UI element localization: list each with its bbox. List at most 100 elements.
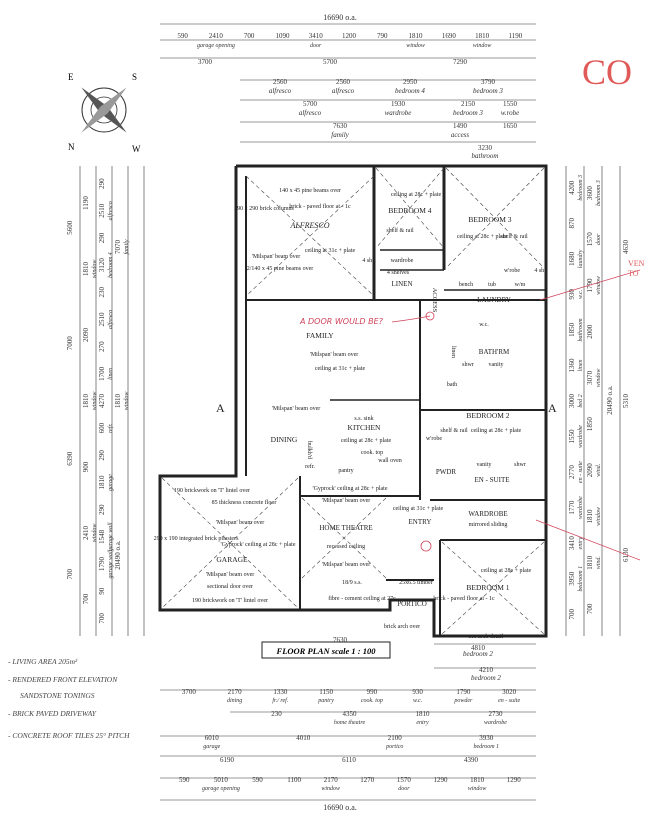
left-dim-value: 1810 xyxy=(98,475,106,490)
right-dim-value: 1550 xyxy=(568,429,576,444)
compass-s: S xyxy=(132,72,137,82)
top-row1-value: 1690 xyxy=(442,32,457,40)
right-dim-value: 1360 xyxy=(568,358,576,373)
left-dim-value: 2410 xyxy=(82,526,90,541)
right-dim-value: 1810 xyxy=(586,509,594,524)
room-portico: PORTICO xyxy=(397,600,427,608)
left-dim-value: 7000 xyxy=(66,336,74,351)
right-dim-value: 3000 xyxy=(568,394,576,409)
right-dim-label: bathroom xyxy=(578,318,584,342)
top-row4-bed3: 2150 xyxy=(461,100,476,108)
overall-width-top: 16690 o.a. xyxy=(323,13,357,22)
top-row1-value: 1810 xyxy=(409,32,424,40)
right-dim-value: 5310 xyxy=(622,394,630,409)
laundry-bench: bench xyxy=(459,282,473,288)
left-dimensions xyxy=(79,166,145,636)
building-walls xyxy=(158,164,548,638)
note-door-would-be: A DOOR WOULD BE? xyxy=(299,317,384,326)
top-row2-c: 7290 xyxy=(453,58,468,66)
bed3-shelf: shelf & rail xyxy=(500,233,528,240)
bottom-dim-value: 590 xyxy=(179,776,190,784)
alfresco-beam2: 'Milspan' beam over xyxy=(252,254,300,260)
bottom-dim-value: 4390 xyxy=(464,756,479,764)
right-dim-value: 1570 xyxy=(586,232,594,247)
bottom-dimensions: 7630 4810 bedroom 2 4210 bedroom 2 16690… xyxy=(160,636,536,812)
left-dim-value: 1190 xyxy=(82,196,90,210)
left-dim-value: 2510 xyxy=(98,312,106,327)
left-dim-value: 1810 xyxy=(82,262,90,277)
family-ceiling: ceiling at 31c + plate xyxy=(315,366,366,372)
bottom-dim-value: 6110 xyxy=(342,756,356,764)
right-dim-label: en - suite xyxy=(578,461,584,483)
left-dim-label: linen xyxy=(108,368,114,380)
ceiling-diagonals xyxy=(161,167,545,635)
bottom-dim-value: 4010 xyxy=(296,734,311,742)
right-dim-value: 1680 xyxy=(568,251,576,266)
top-row3-alfresco-1-label: alfresco xyxy=(269,87,292,95)
top-row2-b: 5700 xyxy=(323,58,338,66)
left-dim-value: 290 xyxy=(98,178,106,189)
left-dim-value: 900 xyxy=(82,461,90,472)
top-row1-value: 790 xyxy=(377,32,388,40)
top-row4-wrobe: 1550 xyxy=(503,100,518,108)
alfresco-ceiling: ceiling at 31c + plate xyxy=(305,248,356,254)
bed3-4sh: 4 sh. xyxy=(534,268,546,274)
room-wardrobe: WARDROBE xyxy=(468,510,507,518)
garage-lintel1: 190 brickwork on 'T' lintel over xyxy=(174,488,250,494)
bottom-dim-value: 1150 xyxy=(319,688,333,696)
top-row1-label: door xyxy=(310,43,322,49)
bottom-dim-value: 1100 xyxy=(287,776,301,784)
bed2-ceiling: ceiling at 28c + plate xyxy=(471,428,522,434)
powder-vanity: vanity xyxy=(477,462,492,468)
bed4-wardrobe: wardrobe xyxy=(391,258,414,264)
bottom-dim-label: garage xyxy=(203,744,220,750)
left-dim-value: 600 xyxy=(98,422,106,433)
bed4-shelf: shelf & rail xyxy=(386,227,414,234)
theatre-beam2: 'Milspan' beam over xyxy=(322,562,370,568)
top-row3-alfresco-1: 2560 xyxy=(273,78,288,86)
left-dim-label: garage wall xyxy=(108,522,114,551)
note-roof-tiles: - CONCRETE ROOF TILES 25° PITCH xyxy=(8,731,130,740)
entry-ceiling: ceiling at 31c + plate xyxy=(393,506,444,512)
red-annotations: A DOOR WOULD BE? xyxy=(299,269,641,561)
right-dim-label: bedroom 1 xyxy=(578,566,584,592)
portico-fibre: fibre - cement ceiling at 27c xyxy=(328,595,396,602)
bed3-wrobe: w'robe xyxy=(504,268,520,274)
bottom-dim-value: 6190 xyxy=(220,756,235,764)
room-labels: ALFRESCO 140 x 45 pine beams over 290 x … xyxy=(154,188,547,640)
bed1-paving: brick - paved floor at - 1c xyxy=(433,595,495,602)
bottom-row1-family: 7630 xyxy=(333,636,348,644)
bottom-dim-value: 1570 xyxy=(397,776,412,784)
bottom-dim-label: door xyxy=(398,786,410,792)
kitchen-ceiling: ceiling at 28c + plate xyxy=(341,438,392,444)
overlay-corner-text: CO xyxy=(582,52,632,92)
right-dim-label: linen xyxy=(578,359,584,371)
left-dim-label: window xyxy=(92,260,98,279)
left-dim-value: 290 xyxy=(98,450,106,461)
top-row1-value: 1090 xyxy=(275,32,290,40)
kitchen-sink: s.s. sink xyxy=(354,416,373,422)
bottom-dim-label: en - suite xyxy=(498,698,520,704)
top-row6-bathroom-label: bathroom xyxy=(472,152,499,160)
top-row4-wrobe-label: w.robe xyxy=(501,109,519,117)
right-overall-height: 20490 o.a. xyxy=(606,385,614,415)
portico-arch: brick arch over xyxy=(384,624,420,630)
left-dim-label: bedroom 4 xyxy=(107,252,114,278)
top-row4-wardrobe-label: wardrobe xyxy=(385,109,412,117)
garage-beam2: 'Milspan' beam over xyxy=(206,572,254,578)
note-paved-driveway: - BRICK PAVED DRIVEWAY xyxy=(8,709,97,718)
bottom-dim-label: entry xyxy=(416,720,429,726)
bottom-dim-value: 1270 xyxy=(360,776,375,784)
right-dim-label: bedroom 3 xyxy=(596,180,602,206)
bottom-dim-label: window xyxy=(468,786,487,792)
left-dim-value: 4270 xyxy=(98,394,106,409)
garage-door: sectional door over xyxy=(207,584,253,590)
right-dim-label: w.c. xyxy=(578,290,584,299)
top-row5-family-label: family xyxy=(331,131,349,139)
bottom-dim-value: 990 xyxy=(367,688,378,696)
overlay-side-text2: TO xyxy=(628,269,639,278)
overlay-side-text1: VEN xyxy=(628,259,645,268)
bottom-dim-value: 1290 xyxy=(434,776,449,784)
